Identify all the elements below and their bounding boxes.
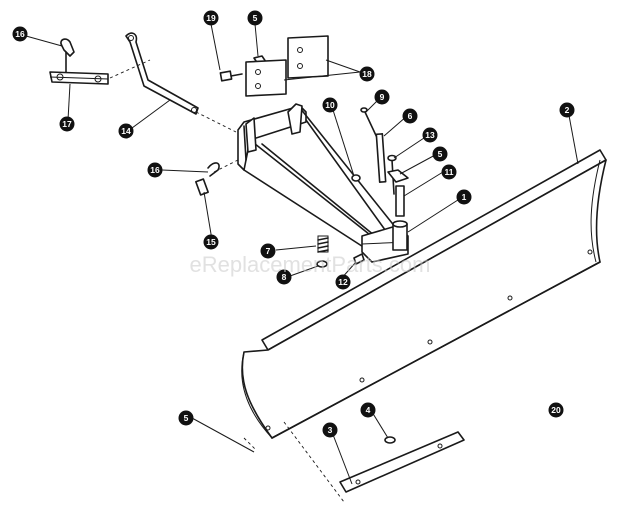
svg-text:10: 10	[325, 100, 335, 110]
svg-text:16: 16	[15, 29, 25, 39]
part-5-nut-middle	[387, 169, 409, 183]
part-6-spring-pin	[375, 133, 387, 183]
callout-18: 18	[359, 66, 375, 82]
part-18-mounting-brackets	[245, 35, 329, 97]
callout-4: 4	[360, 402, 376, 418]
part-3-skid-bar	[339, 431, 465, 493]
callout-15: 15	[203, 234, 219, 250]
svg-text:12: 12	[338, 277, 348, 287]
watermark-text: eReplacementParts.com	[190, 252, 431, 277]
callout-12: 12	[335, 274, 351, 290]
part-11-bushing	[395, 185, 405, 217]
callout-6: 6	[402, 108, 418, 124]
svg-text:18: 18	[362, 69, 372, 79]
part-4-bolt	[384, 436, 396, 444]
callout-1: 1	[456, 189, 472, 205]
part-2-plow-blade	[241, 149, 607, 439]
callout-7: 7	[260, 243, 276, 259]
callout-16-upper: 16	[12, 26, 28, 42]
callout-5-lower: 5	[178, 410, 194, 426]
svg-text:5: 5	[253, 13, 258, 23]
callout-17: 17	[59, 116, 75, 132]
svg-text:1: 1	[462, 192, 467, 202]
callout-14: 14	[118, 123, 134, 139]
callout-19: 19	[203, 10, 219, 26]
callout-10: 10	[322, 97, 338, 113]
callout-2: 2	[559, 102, 575, 118]
svg-text:9: 9	[380, 92, 385, 102]
callout-9: 9	[374, 89, 390, 105]
callout-20: 20	[548, 402, 564, 418]
svg-text:14: 14	[121, 126, 131, 136]
part-19-bolt	[219, 70, 243, 82]
svg-text:20: 20	[551, 405, 561, 415]
callout-13: 13	[422, 127, 438, 143]
leader-lines	[25, 23, 579, 485]
part-8-washer	[316, 260, 328, 268]
push-frame-assembly	[237, 103, 409, 263]
svg-text:7: 7	[266, 246, 271, 256]
callout-3: 3	[322, 422, 338, 438]
svg-text:5: 5	[438, 149, 443, 159]
callout-5-middle: 5	[432, 146, 448, 162]
svg-text:13: 13	[425, 130, 435, 140]
svg-text:6: 6	[408, 111, 413, 121]
svg-text:19: 19	[206, 13, 216, 23]
part-15-pin	[195, 178, 209, 196]
svg-text:2: 2	[565, 105, 570, 115]
svg-text:17: 17	[62, 119, 72, 129]
callout-5-upper: 5	[247, 10, 263, 26]
svg-text:5: 5	[184, 413, 189, 423]
callout-11: 11	[441, 164, 457, 180]
part-7-spring	[317, 235, 329, 253]
callout-16-lower: 16	[147, 162, 163, 178]
part-10-washer	[351, 174, 361, 182]
part-14-lift-arm	[125, 32, 199, 115]
part-16-hitch-clip	[60, 38, 75, 73]
part-16-clip-lower	[207, 162, 220, 177]
part-1-pivot-post	[392, 220, 408, 251]
svg-text:11: 11	[445, 167, 454, 177]
svg-text:4: 4	[366, 405, 371, 415]
svg-text:15: 15	[206, 237, 216, 247]
svg-text:8: 8	[282, 272, 287, 282]
part-17-drawbar-plate	[49, 71, 109, 85]
callout-8: 8	[276, 269, 292, 285]
svg-text:3: 3	[328, 425, 333, 435]
svg-text:16: 16	[150, 165, 160, 175]
